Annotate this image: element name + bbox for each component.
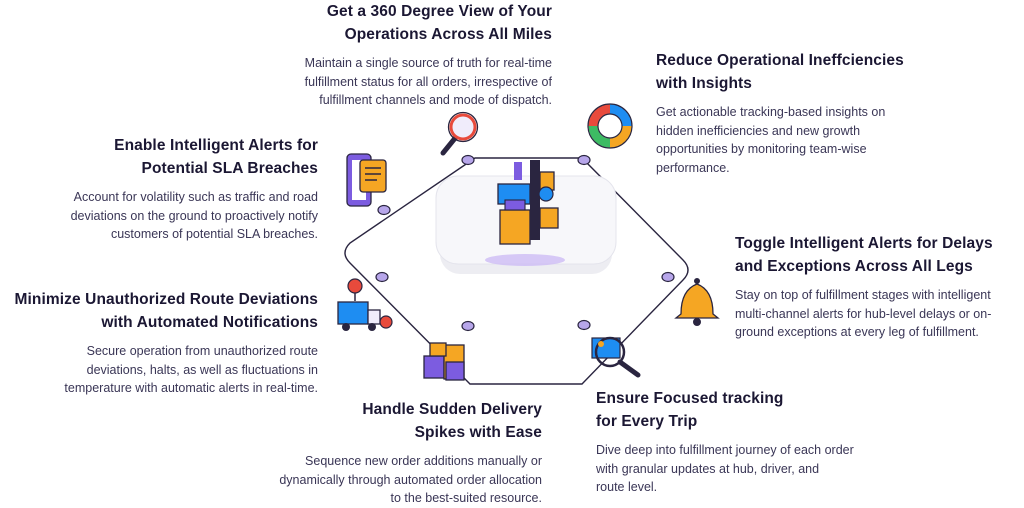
feature-title: Reduce Operational Ineffciencies with In… [656,52,904,92]
phone-alert-icon [346,153,387,207]
track-node [577,319,591,331]
feature-title: Enable Intelligent Alerts for Potential … [114,137,318,177]
feature-title: Minimize Unauthorized Route Deviations w… [14,291,318,331]
feature-description: Dive deep into fulfillment journey of ea… [596,443,854,494]
feature-focused-tracking: Ensure Focused tracking for Every Trip D… [596,387,854,497]
delivery-truck-icon [337,278,393,331]
feature-description: Get actionable tracking-based insights o… [656,105,886,175]
track-node [461,154,475,166]
track-node [461,320,475,332]
feature-title: Handle Sudden Delivery Spikes with Ease [362,401,542,441]
feature-delivery-spikes: Handle Sudden Delivery Spikes with Ease … [279,398,542,508]
feature-title: Toggle Intelligent Alerts for Delays and… [735,235,993,275]
track-node [377,204,391,216]
bell-icon [674,278,720,326]
feature-sla-alerts: Enable Intelligent Alerts for Potential … [71,134,318,244]
feature-title: Ensure Focused tracking for Every Trip [596,390,784,430]
feature-description: Account for volatility such as traffic a… [70,190,318,241]
track-node [577,154,591,166]
track-node [661,271,675,283]
donut-chart-icon [587,103,633,149]
feature-description: Maintain a single source of truth for re… [304,56,552,107]
feature-delay-alerts: Toggle Intelligent Alerts for Delays and… [735,232,993,342]
feature-description: Secure operation from unauthorized route… [64,344,318,395]
platform-blocks-icon [435,160,617,274]
feature-description: Stay on top of fulfillment stages with i… [735,288,992,339]
feature-title: Get a 360 Degree View of Your Operations… [326,3,552,43]
feature-view360: Get a 360 Degree View of Your Operations… [305,0,552,110]
feature-inefficiencies: Reduce Operational Ineffciencies with In… [656,49,904,177]
feature-route-deviations: Minimize Unauthorized Route Deviations w… [15,288,319,398]
tracking-magnifier-icon [591,336,641,378]
magnifier-icon [440,111,479,156]
track-nodes [375,154,675,332]
track-node [375,271,389,283]
feature-description: Sequence new order additions manually or… [279,454,542,505]
stacked-boxes-icon [423,342,465,381]
connector-track [344,157,689,385]
